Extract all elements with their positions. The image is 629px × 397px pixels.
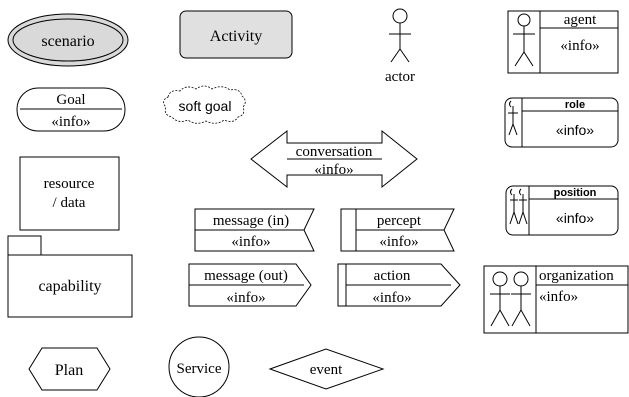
conversation-label: conversation: [296, 144, 373, 160]
goal-symbol: Goal «info»: [16, 87, 126, 132]
goal-label: Goal: [56, 92, 85, 108]
activity-symbol: Activity: [179, 10, 293, 59]
role-info: «info»: [556, 122, 594, 138]
message-out-label: message (out): [204, 268, 288, 284]
capability-symbol: capability: [7, 235, 133, 318]
role-symbol: role «info»: [504, 97, 619, 148]
capability-label: capability: [38, 278, 101, 295]
goal-info: «info»: [51, 114, 90, 130]
message-in-info: «info»: [231, 234, 270, 250]
soft-goal-label: soft goal: [179, 98, 232, 114]
organization-info: «info»: [539, 289, 578, 305]
resource-label-line1: resource: [44, 176, 95, 192]
percept-info: «info»: [379, 234, 418, 250]
organization-symbol: organization «info»: [483, 265, 629, 334]
service-label: Service: [177, 361, 222, 377]
message-in-symbol: message (in) «info»: [194, 208, 315, 252]
agent-symbol: agent «info»: [507, 10, 619, 74]
conversation-symbol: conversation «info»: [250, 129, 418, 189]
agent-label: agent: [564, 12, 597, 28]
resource-label-line2: / data: [53, 195, 86, 211]
message-out-symbol: message (out) «info»: [188, 263, 312, 307]
resource-symbol: resource / data: [19, 156, 120, 231]
event-label: event: [310, 362, 343, 378]
plan-label: Plan: [55, 362, 83, 379]
actor-label: actor: [385, 69, 415, 85]
scenario-symbol: scenario: [7, 13, 129, 67]
event-symbol: event: [268, 348, 385, 390]
action-label: action: [374, 268, 411, 284]
action-info: «info»: [372, 290, 411, 306]
percept-symbol: percept «info»: [340, 208, 455, 252]
soft-goal-symbol: soft goal: [163, 85, 246, 124]
scenario-label: scenario: [41, 33, 94, 50]
activity-label: Activity: [210, 28, 262, 45]
message-out-info: «info»: [226, 290, 265, 306]
position-symbol: position «info»: [505, 185, 619, 236]
actor-symbol: actor: [385, 8, 415, 85]
percept-label: percept: [377, 213, 422, 229]
conversation-info: «info»: [314, 162, 353, 178]
position-info: «info»: [556, 210, 594, 226]
action-symbol: action «info»: [337, 263, 461, 307]
plan-symbol: Plan: [28, 347, 111, 391]
organization-label: organization: [539, 268, 614, 284]
service-symbol: Service: [168, 336, 230, 397]
position-label: position: [554, 187, 597, 199]
role-label: role: [565, 99, 585, 111]
agent-info: «info»: [560, 38, 599, 54]
message-in-label: message (in): [213, 213, 289, 229]
